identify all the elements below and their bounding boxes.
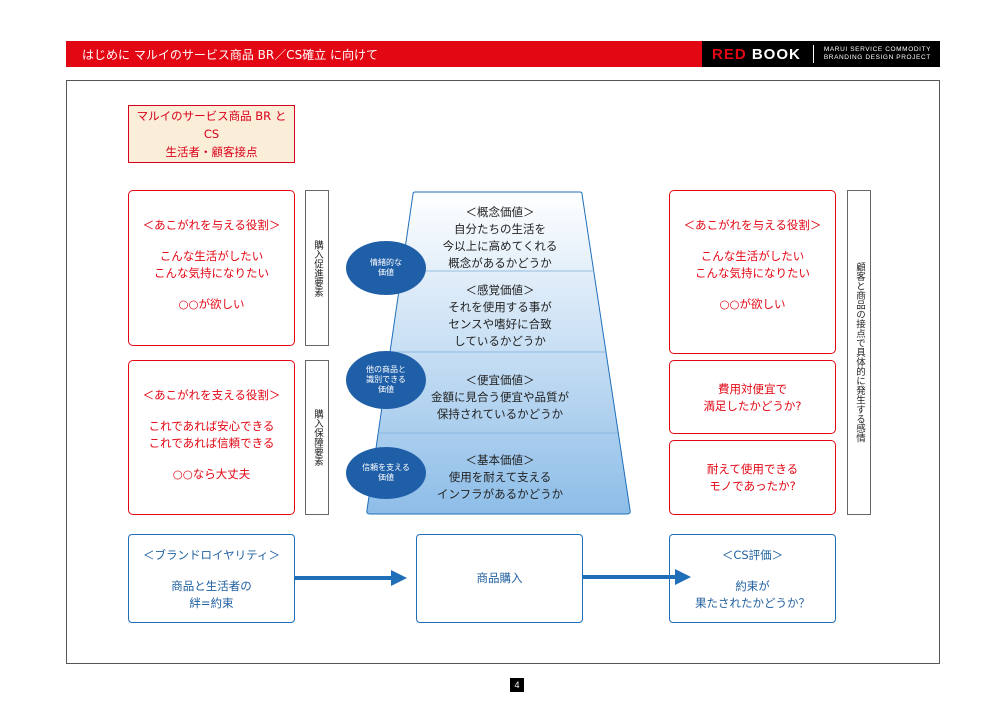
cost-line1: 費用対便宜で (718, 382, 787, 396)
sensory-line3: しているかどうか (454, 334, 546, 348)
loyalty-heading: ＜ブランドロイヤリティ＞ (143, 548, 280, 562)
brand-red: RED (712, 45, 747, 63)
concept-value-layer: ＜概念価値＞ 自分たちの生活を 今以上に高めてくれる 概念があるかどうか (410, 204, 590, 272)
left-support-box: ＜あこがれを支える役割＞ これであれば安心できる これであれば信頼できる ○○な… (128, 360, 295, 515)
arrow-to-purchase (295, 570, 407, 586)
left-support-line2: これであれば信頼できる (148, 436, 275, 450)
cs-line1: 約束が (735, 579, 770, 593)
arrow-to-cs (583, 569, 691, 585)
sensory-heading: ＜感覚価値＞ (465, 283, 535, 297)
cost-line2: 満足したかどうか? (703, 399, 802, 413)
emotional-value-oval: 情緒的な 価値 (346, 241, 426, 295)
sensory-line2: センスや嗜好に合致 (448, 317, 552, 331)
right-aspiration-line1: こんな生活がしたい (700, 249, 805, 263)
title-line1: マルイのサービス商品 BR とCS (136, 109, 287, 141)
title-line2: 生活者・顧客接点 (165, 145, 258, 159)
brand-white: BOOK (751, 45, 801, 63)
pyramid-shape (366, 191, 631, 515)
header-bar: はじめに マルイのサービス商品 BR／CS確立 に向けて RED BOOK MA… (66, 41, 940, 67)
cs-heading: ＜CS評価＞ (721, 548, 784, 562)
cs-evaluation-box: ＜CS評価＞ 約束が 果たされたかどうか？ (669, 534, 836, 623)
purchase-box: 商品購入 (416, 534, 583, 623)
right-aspiration-line2: こんな気持になりたい (695, 266, 810, 280)
distinguish-value-oval: 他の商品と 識別できる 価値 (346, 351, 426, 409)
distinguish-line1: 他の商品と (366, 365, 406, 374)
concept-line1: 自分たちの生活を (454, 222, 546, 236)
basic-line2: インフラがあるかどうか (436, 487, 564, 501)
convenience-heading: ＜便宜価値＞ (465, 373, 535, 387)
basic-line1: 使用を耐えて支える (448, 470, 552, 484)
sensory-value-layer: ＜感覚価値＞ それを使用する事が センスや嗜好に合致 しているかどうか (410, 282, 590, 350)
right-aspiration-heading: ＜あこがれを与える役割＞ (683, 218, 822, 232)
cost-satisfaction-box: 費用対便宜で 満足したかどうか? (669, 360, 836, 434)
sub-brand-line2: BRANDING DESIGN PROJECT (823, 54, 931, 61)
emotional-line1: 情緒的な (370, 258, 402, 267)
brand-logo: RED BOOK (712, 46, 801, 63)
concept-line3: 概念があるかどうか (448, 256, 552, 270)
durable-line1: 耐えて使用できる (706, 462, 799, 476)
left-support-heading: ＜あこがれを支える役割＞ (142, 388, 281, 402)
durability-box: 耐えて使用できる モノであったか? (669, 440, 836, 515)
purchase-label: 商品購入 (476, 571, 523, 585)
loyalty-line2: 絆=約束 (189, 596, 234, 610)
page-number: 4 (510, 678, 524, 692)
value-pyramid (366, 191, 631, 515)
trust-line1: 信頼を支える (362, 463, 410, 472)
left-support-line3: ○○なら大丈夫 (172, 467, 251, 481)
purchase-promotion-label: 購入促進要素 (305, 190, 329, 346)
emotional-line2: 価値 (378, 268, 394, 277)
durable-line2: モノであったか? (709, 479, 796, 493)
concept-heading: ＜概念価値＞ (465, 205, 535, 219)
left-aspiration-heading: ＜あこがれを与える役割＞ (142, 218, 281, 232)
content-frame (66, 80, 940, 664)
brand-area: RED BOOK MARUI SERVICE COMMODITY BRANDIN… (702, 41, 940, 67)
basic-heading: ＜基本価値＞ (465, 453, 535, 467)
customer-emotion-label: 顧客と商品の接点で具体的に発生する感情 (847, 190, 871, 515)
section-title: はじめに マルイのサービス商品 BR／CS確立 に向けて (66, 41, 702, 67)
cs-line2: 果たされたかどうか？ (695, 596, 810, 610)
loyalty-line1: 商品と生活者の (171, 579, 252, 593)
convenience-line1: 金額に見合う便宜や品質が (431, 390, 569, 404)
purchase-guarantee-label: 購入保障要素 (305, 360, 329, 515)
sub-brand-line1: MARUI SERVICE COMMODITY (823, 46, 932, 53)
sub-brand: MARUI SERVICE COMMODITY BRANDING DESIGN … (824, 46, 931, 62)
trust-line2: 価値 (378, 473, 394, 482)
left-aspiration-line1: こんな生活がしたい (159, 249, 264, 263)
brand-loyalty-box: ＜ブランドロイヤリティ＞ 商品と生活者の 絆=約束 (128, 534, 295, 623)
right-aspiration-line3: ○○が欲しい (719, 297, 786, 311)
basic-value-layer: ＜基本価値＞ 使用を耐えて支える インフラがあるかどうか (410, 452, 590, 503)
sensory-line1: それを使用する事が (448, 300, 552, 314)
right-aspiration-box: ＜あこがれを与える役割＞ こんな生活がしたい こんな気持になりたい ○○が欲しい (669, 190, 836, 354)
distinguish-line3: 価値 (378, 385, 394, 394)
left-support-line1: これであれば安心できる (148, 419, 275, 433)
convenience-line2: 保持されているかどうか (436, 407, 564, 421)
left-aspiration-line3: ○○が欲しい (178, 297, 245, 311)
concept-line2: 今以上に高めてくれる (442, 239, 558, 253)
diagram-title-box: マルイのサービス商品 BR とCS 生活者・顧客接点 (128, 105, 295, 163)
distinguish-line2: 識別できる (366, 375, 406, 384)
brand-divider (812, 45, 814, 63)
left-aspiration-line2: こんな気持になりたい (154, 266, 269, 280)
convenience-value-layer: ＜便宜価値＞ 金額に見合う便宜や品質が 保持されているかどうか (400, 372, 600, 423)
left-aspiration-box: ＜あこがれを与える役割＞ こんな生活がしたい こんな気持になりたい ○○が欲しい (128, 190, 295, 346)
trust-value-oval: 信頼を支える 価値 (346, 447, 426, 499)
